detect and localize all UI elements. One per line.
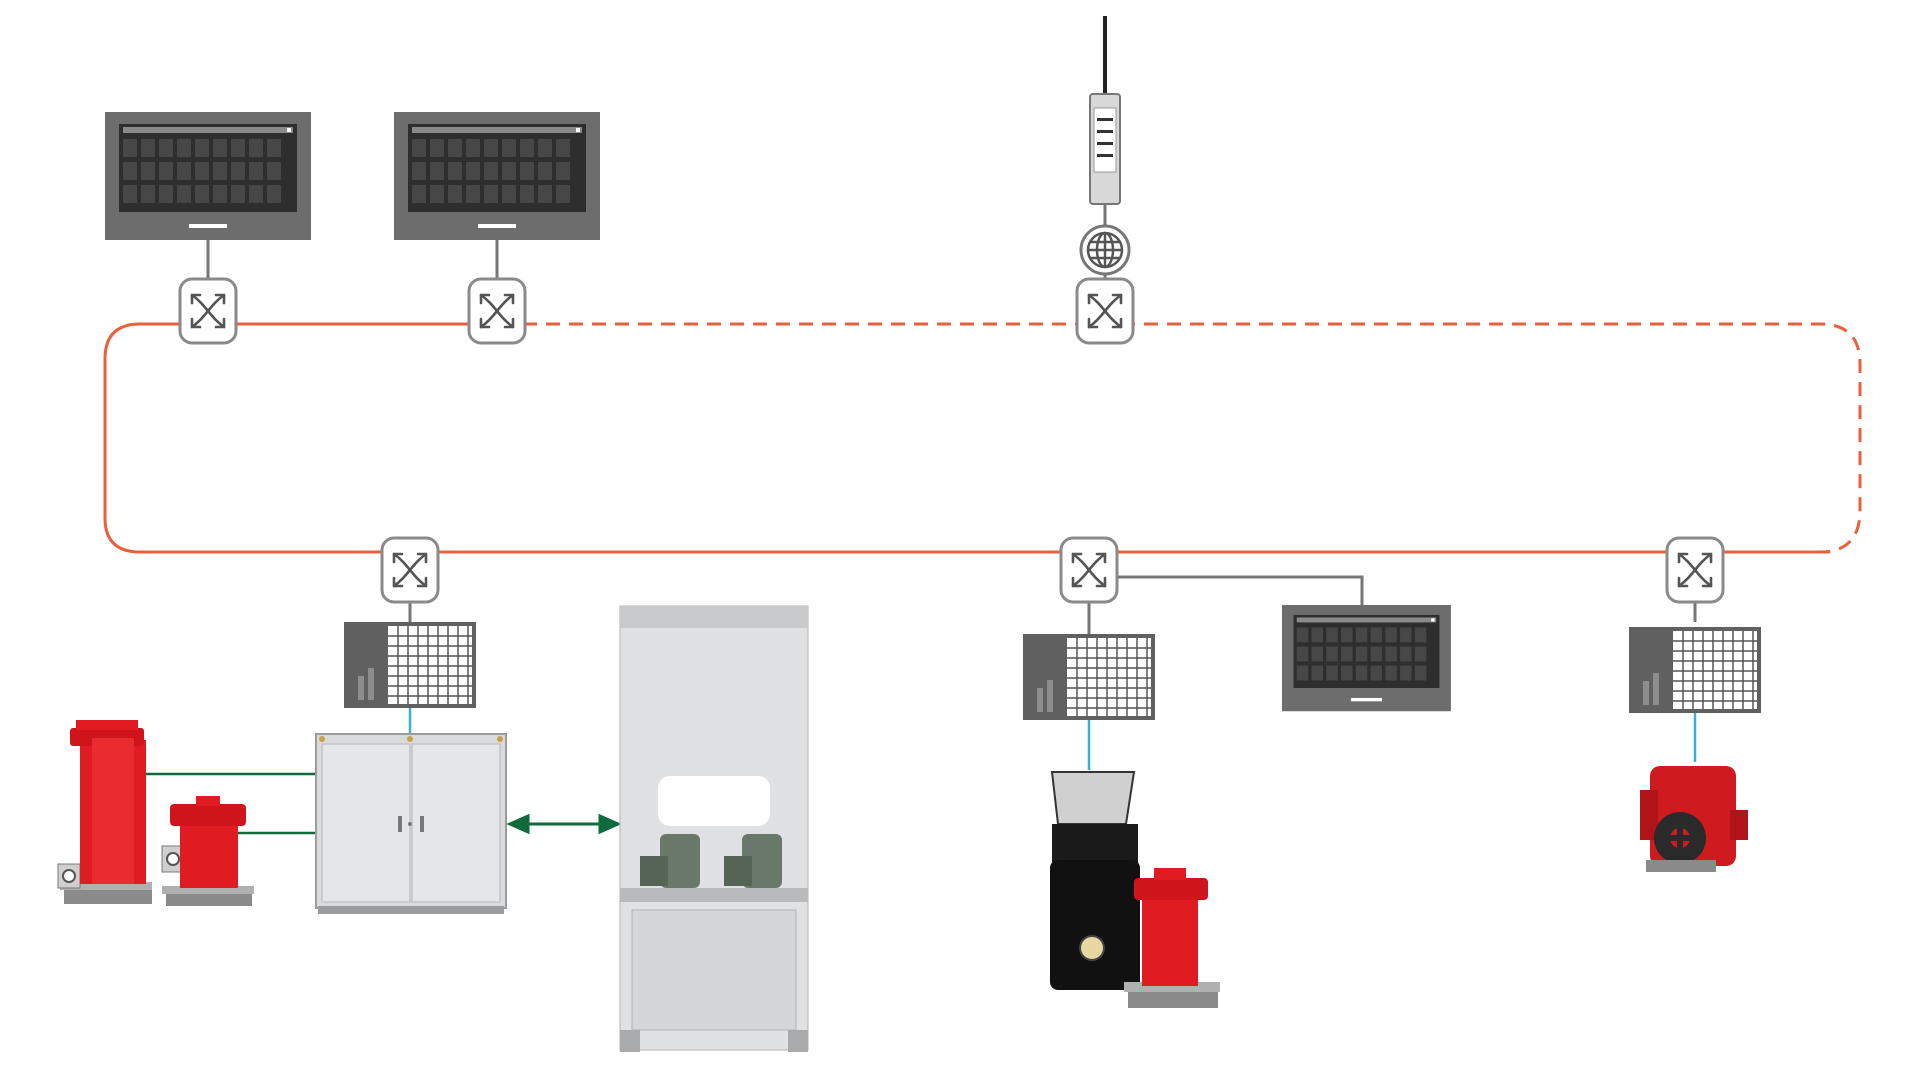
switch-plc-1 xyxy=(380,536,440,604)
quarter-turn-actuator xyxy=(1640,766,1748,872)
hmi-2 xyxy=(394,112,600,240)
control-cabinet xyxy=(315,733,507,914)
controller-1 xyxy=(344,622,476,708)
hmi-3 xyxy=(1282,605,1451,712)
globe-icon xyxy=(1079,224,1131,276)
switch-hmi-2 xyxy=(467,277,527,345)
ring-network xyxy=(103,322,1862,554)
double-arrow-icon xyxy=(506,813,622,835)
switch-plc-2 xyxy=(1059,536,1119,604)
controller-3 xyxy=(1629,627,1761,713)
actuator-tall xyxy=(57,720,152,904)
hmi-1 xyxy=(105,112,311,240)
switch-gateway xyxy=(1075,277,1135,345)
ring-dashed-segment xyxy=(500,322,1862,554)
signal-wires xyxy=(146,772,316,835)
switch-plc-3 xyxy=(1665,536,1725,604)
switch-hmi-1 xyxy=(178,277,238,345)
wireless-router-icon xyxy=(1089,16,1121,205)
device-links xyxy=(206,203,1697,634)
hydraulic-power-unit xyxy=(619,605,809,1052)
actuator-small xyxy=(161,796,254,906)
controller-2 xyxy=(1023,634,1155,720)
gearbox-actuator xyxy=(1050,771,1220,1008)
ring-solid-segment xyxy=(103,322,1830,554)
